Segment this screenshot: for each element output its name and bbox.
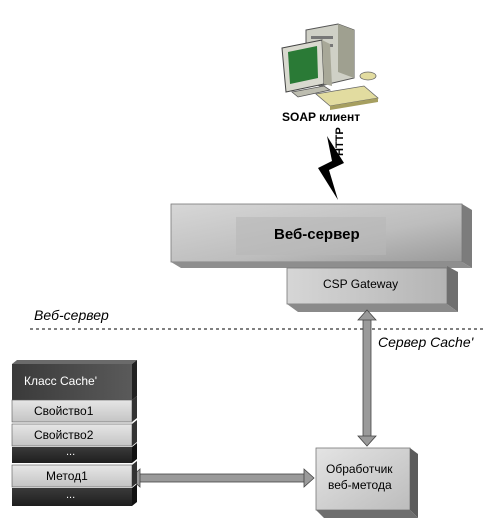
cache-server-zone-label: Сервер Cache': [378, 334, 474, 350]
computer-icon: [281, 23, 379, 110]
handler-label-line2: веб-метода: [328, 478, 392, 492]
handler-label-line1: Обработчик: [326, 462, 393, 476]
csp-gateway-label: CSP Gateway: [323, 277, 399, 291]
cache-class-row: ...: [66, 489, 76, 501]
handler-box: [315, 447, 418, 518]
cache-class-header: Класс Cache': [24, 374, 97, 388]
cache-class-stack: [11, 360, 137, 506]
csp-gateway-box: [286, 266, 458, 312]
http-lightning-bolt: [318, 136, 344, 200]
web-server-label: Веб-сервер: [274, 226, 360, 243]
http-label: HTTP: [334, 127, 346, 156]
cache-class-row: ...: [66, 446, 76, 458]
horizontal-double-arrow: [129, 468, 315, 488]
cache-class-row: Свойство2: [34, 428, 94, 442]
cache-class-row-method: Метод1: [46, 469, 88, 483]
cache-class-row: Свойство1: [34, 404, 94, 418]
vertical-double-arrow: [357, 309, 377, 447]
web-server-zone-label: Веб-сервер: [34, 307, 109, 323]
web-server-box: [170, 203, 472, 268]
soap-client-label: SOAP клиент: [282, 110, 361, 124]
